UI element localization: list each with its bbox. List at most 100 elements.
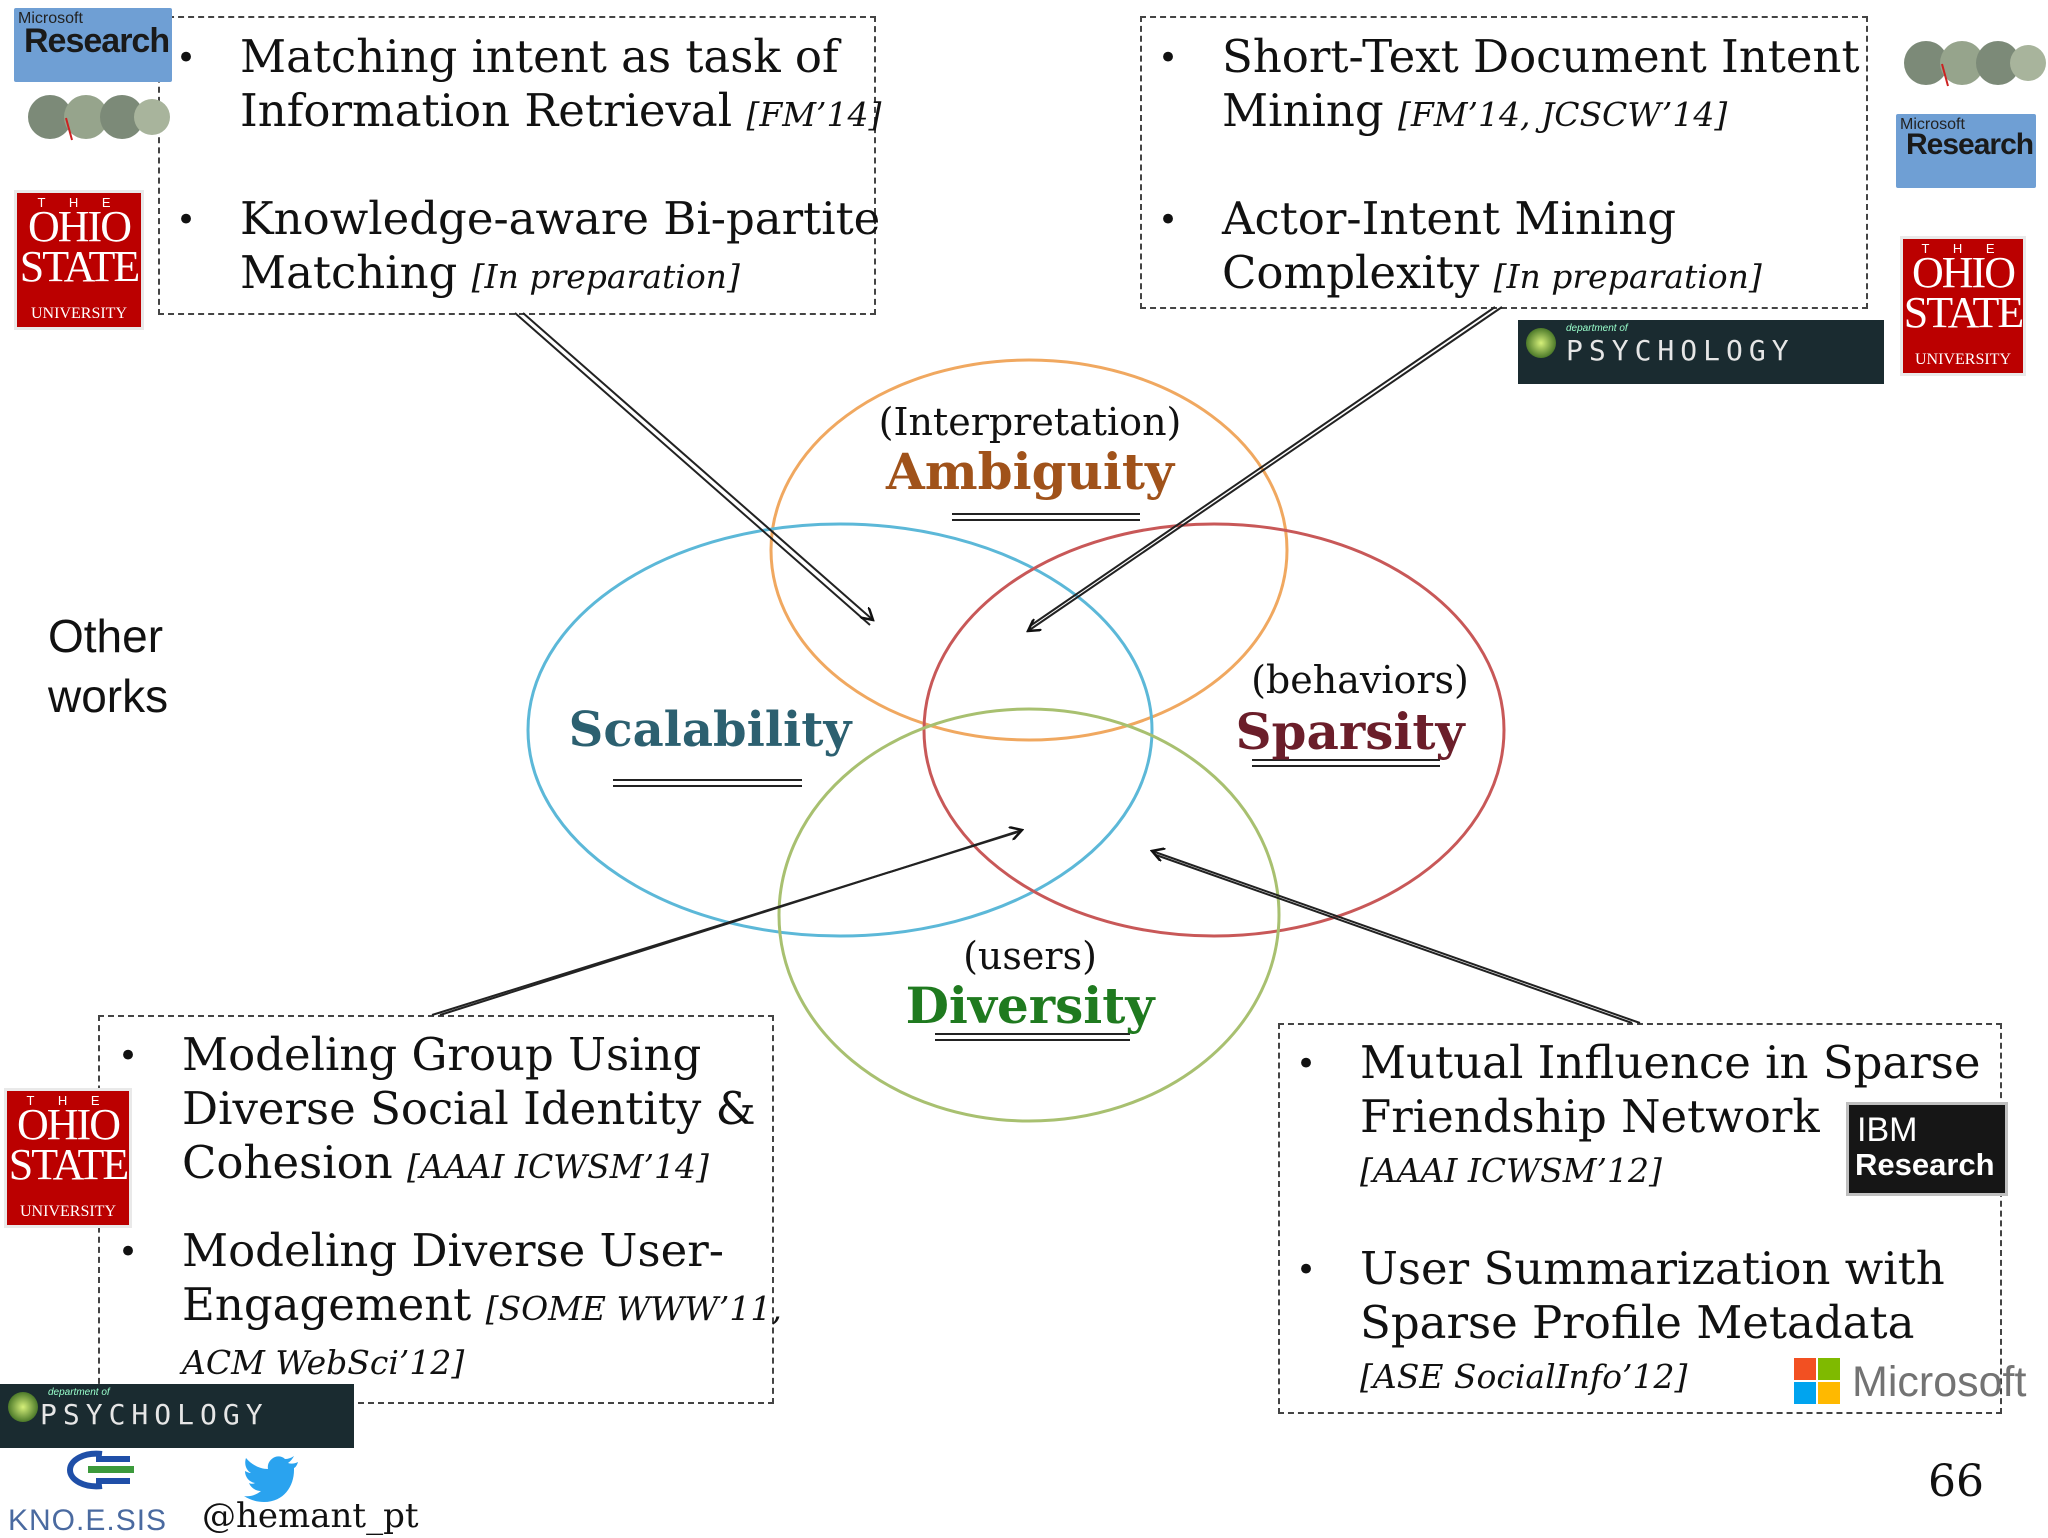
tl-item-1: Matching intent as task of Information R…	[240, 30, 881, 142]
bullet-icon: •	[1296, 1250, 1317, 1290]
ambiguity-prefix: (Interpretation)	[878, 400, 1182, 444]
br-item-2: User Summarization with Sparse Profile M…	[1360, 1242, 1945, 1404]
tl-item-2-line2: Matching	[240, 246, 458, 299]
bullet-icon: •	[1296, 1044, 1317, 1084]
bullet-icon: •	[118, 1036, 139, 1076]
knoesis-logo-icon	[66, 1450, 134, 1490]
scalability-ring	[526, 522, 1154, 938]
osu-l2: STATE	[1903, 288, 2023, 337]
bl-item-2-ref: [SOME WWW’11,	[485, 1289, 782, 1328]
osu-the: T H E	[26, 1093, 110, 1108]
bl-item-2-line1: Modeling Diverse User-	[182, 1224, 724, 1277]
br-item-1-line1: Mutual Influence in Sparse	[1360, 1036, 1981, 1089]
osu-the: T H E	[1921, 241, 2005, 256]
psychology-logo: department of PSYCHOLOGY	[0, 1384, 354, 1448]
ms-research-small: Microsoft	[18, 10, 83, 27]
tr-item-2-line2: Complexity	[1222, 246, 1480, 299]
osu-l1: OHIO	[1912, 248, 2016, 297]
twitter-bird-icon	[244, 1456, 298, 1502]
ms-research-big: Research	[24, 22, 170, 60]
bullet-icon: •	[176, 38, 197, 78]
tr-item-2: Actor-Intent Mining Complexity [In prepa…	[1222, 192, 1762, 304]
ambiguity-label: Ambiguity	[885, 442, 1175, 501]
arrow-top-right	[1028, 306, 1503, 631]
bl-item-1-line3: Cohesion	[182, 1136, 393, 1189]
osu-l1: OHIO	[28, 202, 132, 251]
psychology-logo: department of PSYCHOLOGY	[1518, 320, 1884, 384]
sparsity-ring	[922, 522, 1506, 938]
osu-the: T H E	[37, 195, 121, 210]
microsoft-logo: Microsoft	[1792, 1354, 2030, 1414]
diversity-label: Diversity	[905, 976, 1155, 1035]
coro-logo-icon	[1904, 41, 2046, 87]
br-item-2-line1: User Summarization with	[1360, 1242, 1945, 1295]
osu-uni: UNIVERSITY	[1915, 351, 2011, 368]
ibm-research-logo: IBM Research	[1846, 1102, 2008, 1196]
knoesis-wordmark: KNO.E.SIS	[8, 1504, 168, 1537]
coro-logo-icon	[28, 95, 170, 141]
psychology-dept: department of	[48, 1387, 110, 1398]
bl-item-2-line2: Engagement	[182, 1278, 472, 1331]
ibm-l1: IBM	[1857, 1111, 1918, 1149]
ms-research-big: Research	[1906, 128, 2034, 161]
other-works-line1: Other	[48, 610, 164, 662]
tr-item-1: Short-Text Document Intent Mining [FM’14…	[1222, 30, 1860, 142]
tr-item-1-line1: Short-Text Document Intent	[1222, 30, 1860, 83]
ibm-l2: Research	[1855, 1147, 1995, 1182]
br-item-1-ref: [AAAI ICWSM’12]	[1360, 1151, 1662, 1190]
tl-item-2-ref: [In preparation]	[471, 257, 740, 296]
br-item-2-ref: [ASE SocialInfo’12]	[1360, 1357, 1688, 1396]
psychology-orb-icon	[1526, 328, 1556, 358]
arrow-top-left	[514, 312, 873, 626]
bullet-icon: •	[118, 1232, 139, 1272]
other-works-label: Other works	[48, 606, 168, 726]
tl-item-2: Knowledge-aware Bi-partite Matching [In …	[240, 192, 880, 304]
tr-item-1-ref: [FM’14, JCSCW’14]	[1397, 95, 1728, 134]
psychology-dept: department of	[1566, 323, 1628, 334]
other-works-line2: works	[48, 670, 169, 722]
br-item-1: Mutual Influence in Sparse Friendship Ne…	[1360, 1036, 1981, 1198]
tr-item-2-line1: Actor-Intent Mining	[1222, 192, 1677, 245]
psychology-name: PSYCHOLOGY	[1566, 334, 1795, 367]
tl-item-2-line1: Knowledge-aware Bi-partite	[240, 192, 881, 245]
osu-uni: UNIVERSITY	[20, 1203, 116, 1220]
tl-item-1-line2: Information Retrieval	[240, 84, 733, 137]
bullet-icon: •	[1158, 38, 1179, 78]
tr-item-1-line2: Mining	[1222, 84, 1384, 137]
ms-research-logo: Microsoft Research	[14, 8, 172, 82]
sparsity-label: Sparsity	[1235, 702, 1465, 761]
br-item-1-line2: Friendship Network	[1360, 1090, 1820, 1143]
ambiguity-ring	[769, 358, 1289, 742]
bl-item-1-line2: Diverse Social Identity &	[182, 1082, 756, 1135]
psychology-name: PSYCHOLOGY	[40, 1398, 269, 1431]
bullet-icon: •	[176, 200, 197, 240]
arrow-bottom-left	[431, 830, 1022, 1016]
microsoft-word: Microsoft	[1852, 1358, 2027, 1406]
twitter-handle: @hemant_pt	[202, 1496, 419, 1536]
osu-uni: UNIVERSITY	[31, 305, 127, 322]
bl-item-1: Modeling Group Using Diverse Social Iden…	[182, 1028, 756, 1194]
br-item-2-line2: Sparse Profile Metadata	[1360, 1296, 1915, 1349]
osu-l2: STATE	[19, 242, 140, 291]
ms-research-logo: Microsoft Research	[1896, 114, 2036, 188]
bottom-right-box	[1278, 1023, 2002, 1414]
bl-item-2-ref2: ACM WebSci’12]	[182, 1343, 465, 1382]
osu-l2: STATE	[8, 1140, 129, 1189]
page-number: 66	[1928, 1456, 1984, 1507]
bl-item-1-line1: Modeling Group Using	[182, 1028, 702, 1081]
tl-item-1-line1: Matching intent as task of	[240, 30, 839, 83]
arrow-bottom-right	[1152, 851, 1641, 1024]
tr-item-2-ref: [In preparation]	[1493, 257, 1762, 296]
osu-l1: OHIO	[17, 1100, 121, 1149]
tl-item-1-ref: [FM’14]	[746, 95, 882, 134]
diversity-prefix: (users)	[963, 934, 1097, 978]
bl-item-1-ref: [AAAI ICWSM’14]	[407, 1147, 709, 1186]
bullet-icon: •	[1158, 200, 1179, 240]
